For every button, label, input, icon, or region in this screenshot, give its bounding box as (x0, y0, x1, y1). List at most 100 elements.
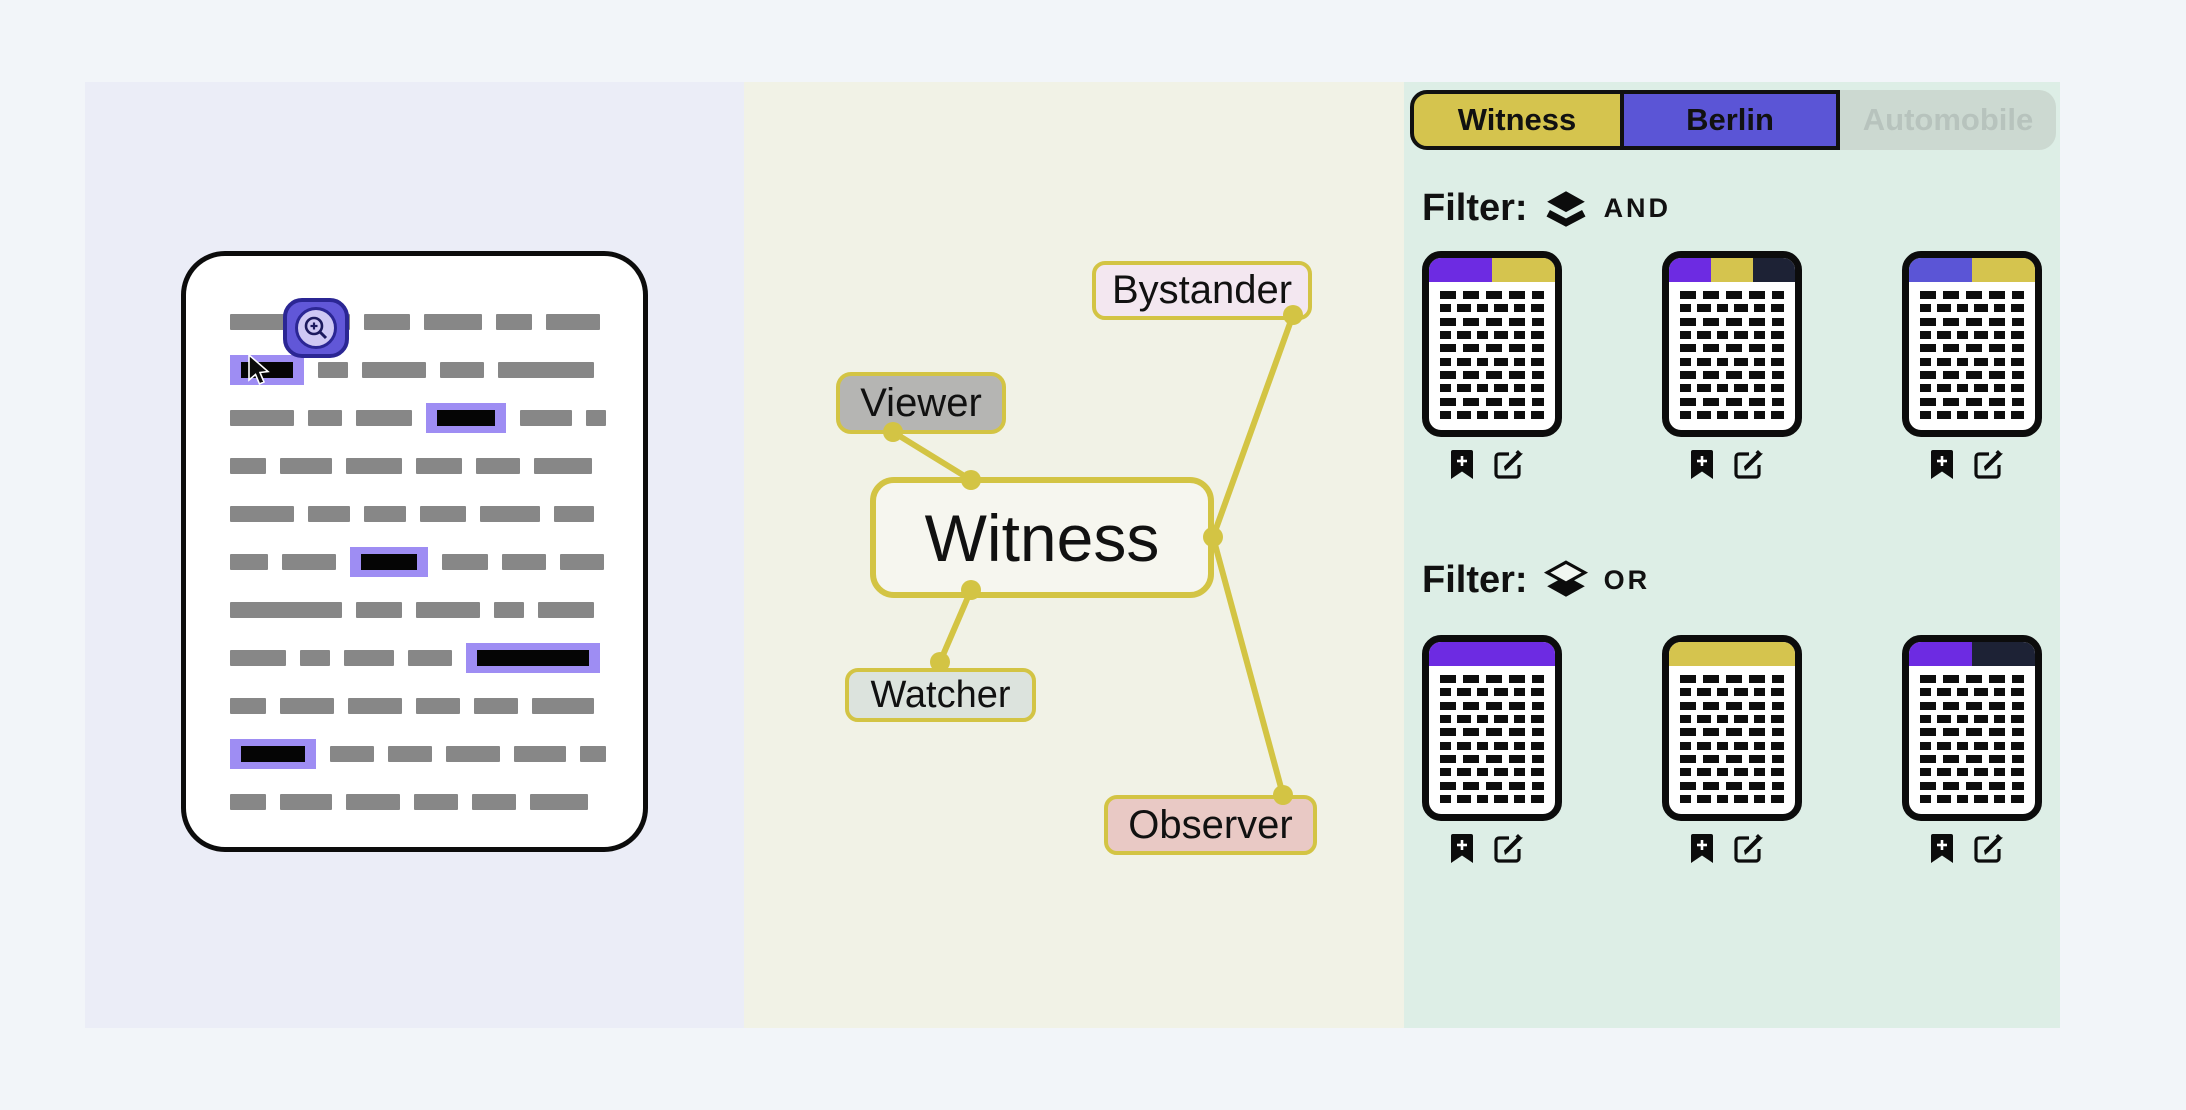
word-placeholder (230, 602, 342, 618)
word-placeholder (230, 794, 266, 810)
doc-text-row (230, 355, 599, 385)
doc-text-row (230, 506, 599, 522)
graph-node-observer[interactable]: Observer (1104, 795, 1317, 855)
text-line-placeholder (1440, 675, 1544, 683)
text-line-placeholder (1680, 781, 1784, 790)
word-placeholder (472, 794, 516, 810)
bookmark-add-icon[interactable] (1689, 448, 1715, 480)
word-placeholder (416, 458, 462, 474)
card-tag-header (1669, 258, 1795, 282)
doc-text-row (230, 698, 599, 714)
bookmark-add-icon[interactable] (1449, 448, 1475, 480)
document-card[interactable] (1902, 251, 2042, 437)
card-body (1909, 282, 2035, 430)
edit-icon[interactable] (1732, 832, 1764, 864)
text-line-placeholder (1920, 357, 2024, 366)
highlighted-word[interactable] (466, 643, 600, 673)
word-placeholder (440, 362, 484, 378)
text-line-placeholder (1680, 688, 1784, 697)
filter-row-and: Filter: AND (1422, 184, 1671, 232)
document-card[interactable] (1422, 251, 1562, 437)
bookmark-add-icon[interactable] (1929, 448, 1955, 480)
result-card (1422, 635, 1562, 864)
card-actions (1689, 448, 1802, 480)
filter-row-or: Filter: OR (1422, 556, 1650, 604)
text-line-placeholder (1440, 317, 1544, 326)
text-line-placeholder (1680, 291, 1784, 299)
card-tag-header (1909, 258, 2035, 282)
text-line-placeholder (1440, 370, 1544, 379)
card-tag-color-purple (1909, 642, 1972, 666)
word-placeholder (348, 698, 402, 714)
text-line-placeholder (1920, 768, 2024, 777)
word-placeholder (480, 506, 540, 522)
node-label: Watcher (870, 673, 1011, 716)
card-actions (1929, 448, 2042, 480)
word-placeholder (416, 698, 460, 714)
word-placeholder (280, 458, 332, 474)
text-line-placeholder (1680, 728, 1784, 737)
document-card[interactable] (1422, 635, 1562, 821)
text-line-placeholder (1920, 330, 2024, 339)
word-placeholder (546, 314, 600, 330)
word-placeholder (534, 458, 592, 474)
graph-node-witness[interactable]: Witness (870, 477, 1214, 598)
highlighted-word[interactable] (230, 739, 316, 769)
text-line-placeholder (1440, 794, 1544, 803)
document-card[interactable] (1902, 635, 2042, 821)
tag-automobile-disabled[interactable]: Automobile (1840, 90, 2056, 150)
text-line-placeholder (1920, 291, 2024, 299)
word-placeholder (356, 410, 412, 426)
edit-icon[interactable] (1492, 832, 1524, 864)
bookmark-add-icon[interactable] (1689, 832, 1715, 864)
card-tag-header (1429, 258, 1555, 282)
bookmark-add-icon[interactable] (1929, 832, 1955, 864)
edit-icon[interactable] (1972, 832, 2004, 864)
text-line-placeholder (1920, 370, 2024, 379)
card-tag-header (1909, 642, 2035, 666)
layers-stacked-icon (1543, 188, 1589, 228)
zoom-tool-button[interactable] (283, 298, 349, 358)
edit-icon[interactable] (1492, 448, 1524, 480)
card-tag-color-purple (1669, 258, 1711, 282)
card-body (1909, 666, 2035, 814)
result-card (1422, 251, 1562, 480)
card-tag-color-yellow (1711, 258, 1753, 282)
word-placeholder (494, 602, 524, 618)
text-line-placeholder (1440, 688, 1544, 697)
card-tag-header (1669, 642, 1795, 666)
graph-node-viewer[interactable]: Viewer (836, 372, 1006, 434)
card-tag-header (1429, 642, 1555, 666)
text-line-placeholder (1920, 701, 2024, 710)
word-placeholder (437, 410, 495, 426)
text-line-placeholder (1680, 675, 1784, 683)
text-line-placeholder (1920, 714, 2024, 723)
node-label: Bystander (1111, 268, 1293, 312)
text-line-placeholder (1440, 714, 1544, 723)
word-placeholder (280, 794, 332, 810)
highlighted-word[interactable] (350, 547, 428, 577)
document-lines (230, 314, 606, 810)
node-label: Viewer (860, 380, 982, 425)
graph-node-watcher[interactable]: Watcher (845, 668, 1036, 722)
text-line-placeholder (1680, 741, 1784, 750)
card-actions (1689, 832, 1802, 864)
tag-berlin[interactable]: Berlin (1624, 90, 1840, 150)
word-placeholder (532, 698, 594, 714)
highlighted-word[interactable] (426, 403, 506, 433)
word-placeholder (364, 314, 410, 330)
text-line-placeholder (1440, 344, 1544, 353)
card-body (1669, 666, 1795, 814)
edit-icon[interactable] (1732, 448, 1764, 480)
graph-node-bystander[interactable]: Bystander (1092, 261, 1312, 320)
bookmark-add-icon[interactable] (1449, 832, 1475, 864)
document-card[interactable] (1662, 635, 1802, 821)
text-line-placeholder (1920, 344, 2024, 353)
edit-icon[interactable] (1972, 448, 2004, 480)
word-placeholder (241, 746, 305, 762)
document-card[interactable] (1662, 251, 1802, 437)
tag-witness[interactable]: Witness (1410, 90, 1624, 150)
doc-text-row (230, 403, 606, 433)
card-tag-color-navy (1972, 642, 2035, 666)
